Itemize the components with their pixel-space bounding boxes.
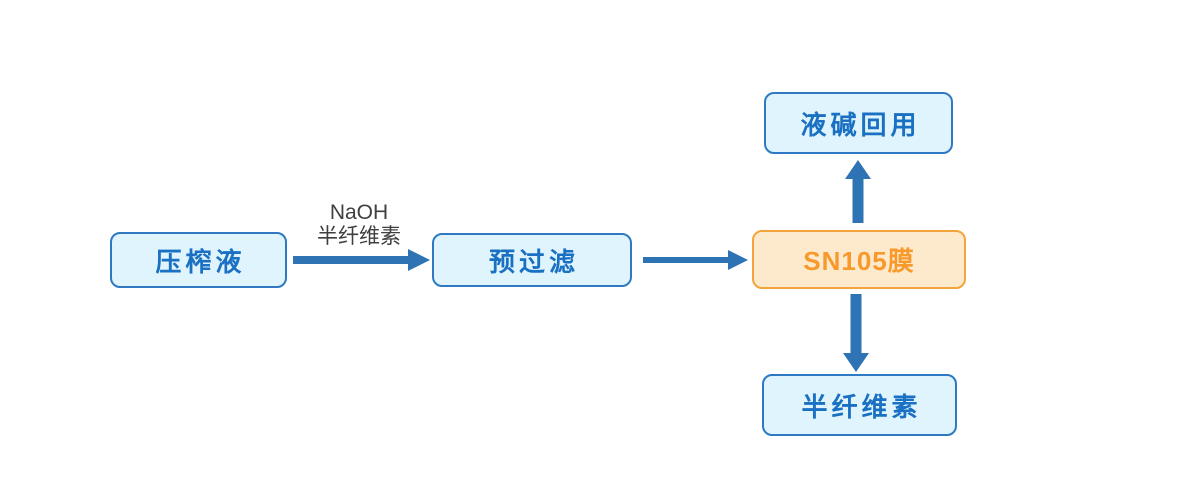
edge-label-line1: NaOH bbox=[329, 201, 389, 224]
node-pressed-liquor: 压榨液 bbox=[110, 232, 287, 288]
node-hemicellulose-label: 半纤维素 bbox=[801, 391, 922, 422]
arrow-right-pressed-liquor-to-prefilter bbox=[293, 249, 430, 271]
arrow-shaft bbox=[852, 176, 864, 223]
node-alkali-reuse: 液碱回用 bbox=[764, 92, 953, 154]
arrow-shaft bbox=[850, 294, 862, 356]
node-hemicellulose: 半纤维素 bbox=[762, 374, 957, 436]
node-sn105-membrane-label: SN105膜 bbox=[803, 246, 915, 276]
node-prefilter: 预过滤 bbox=[432, 233, 632, 287]
node-pressed-liquor-label: 压榨液 bbox=[155, 246, 246, 277]
arrow-head-right-icon bbox=[408, 249, 430, 271]
node-prefilter-label: 预过滤 bbox=[488, 246, 579, 277]
node-alkali-reuse-label: 液碱回用 bbox=[800, 109, 921, 140]
arrow-right-prefilter-to-sn105 bbox=[643, 250, 748, 270]
arrow-head-up-icon bbox=[845, 160, 871, 179]
arrow-down-sn105-to-hemicellulose bbox=[843, 294, 869, 372]
arrow-head-down-icon bbox=[843, 353, 869, 372]
arrow-head-right-icon bbox=[728, 250, 748, 270]
arrow-shaft bbox=[643, 257, 730, 263]
node-sn105-membrane: SN105膜 bbox=[752, 230, 966, 289]
edge-label-naoh-hemicellulose: NaOH 半纤维素 bbox=[288, 201, 430, 249]
arrow-up-sn105-to-alkali-reuse bbox=[845, 160, 871, 223]
edge-label-line2: 半纤维素 bbox=[317, 225, 401, 248]
arrow-shaft bbox=[293, 256, 410, 264]
